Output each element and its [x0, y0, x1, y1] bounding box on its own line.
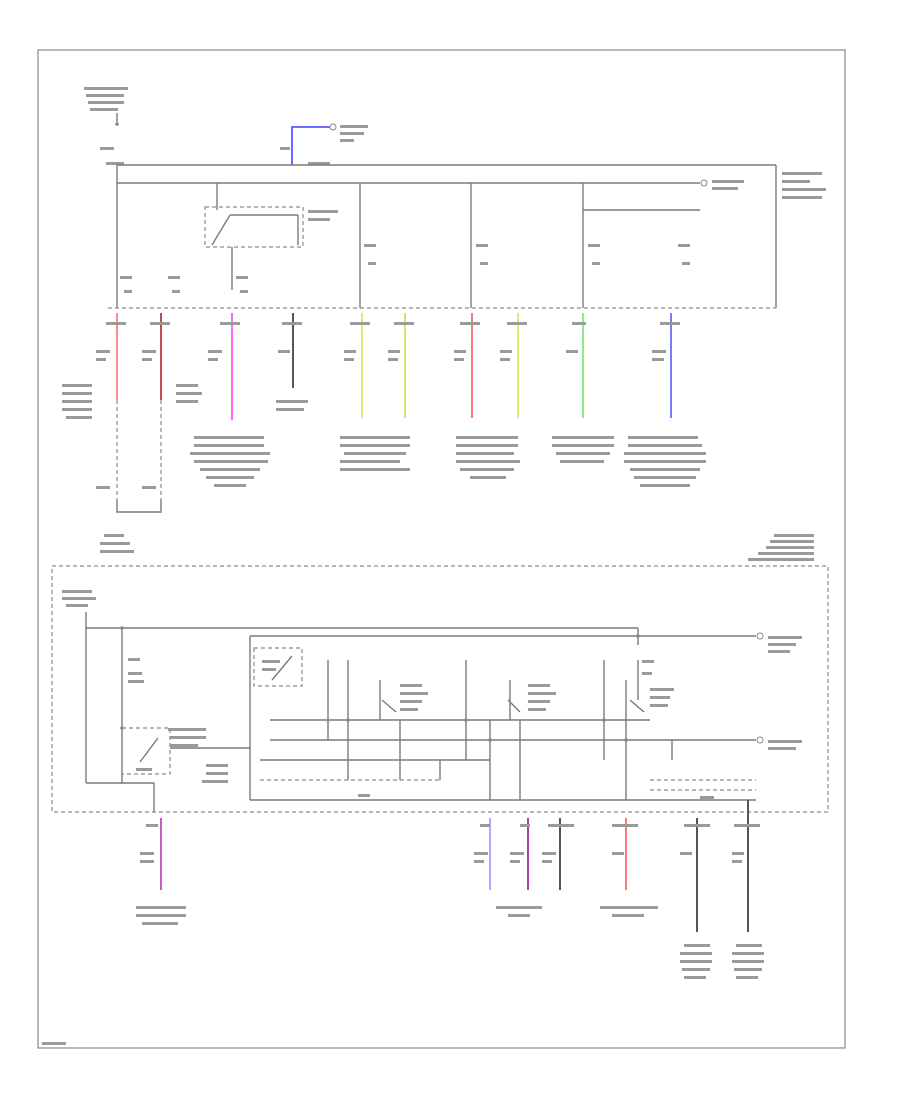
blue-feed-label [280, 125, 368, 165]
lower-switch-contacts [381, 660, 674, 713]
bus-drops [216, 183, 700, 308]
lower-output-wires [153, 783, 749, 932]
central-module-label [202, 764, 714, 799]
lower-ground-label-1 [768, 636, 802, 653]
lower-relay-left [121, 727, 206, 775]
upper-fuse-labels [120, 244, 690, 293]
upper-relay [204, 206, 338, 290]
central-relay [253, 647, 303, 687]
upper-connector-labels [96, 322, 680, 361]
lower-top-left-label [62, 590, 96, 607]
blue-feed-wire [291, 126, 330, 165]
footer-code [42, 1042, 66, 1045]
upper-destination-labels [62, 384, 706, 553]
lower-horizontal-busses [250, 719, 756, 801]
ground-label [712, 172, 826, 199]
lower-module-box [51, 565, 829, 813]
outer-frame [37, 49, 846, 1049]
junction-dot [115, 122, 119, 126]
lower-box-title-label [748, 534, 814, 561]
lower-connector-labels [140, 824, 760, 863]
lower-switch-lines [327, 660, 673, 800]
battery-source-label [84, 87, 128, 165]
junction-dots-lower [120, 626, 640, 742]
lower-fuse-label-left [128, 658, 144, 683]
lower-ground-label-2 [768, 740, 802, 750]
lower-destination-labels [136, 906, 764, 979]
upper-output-wires [116, 313, 672, 513]
